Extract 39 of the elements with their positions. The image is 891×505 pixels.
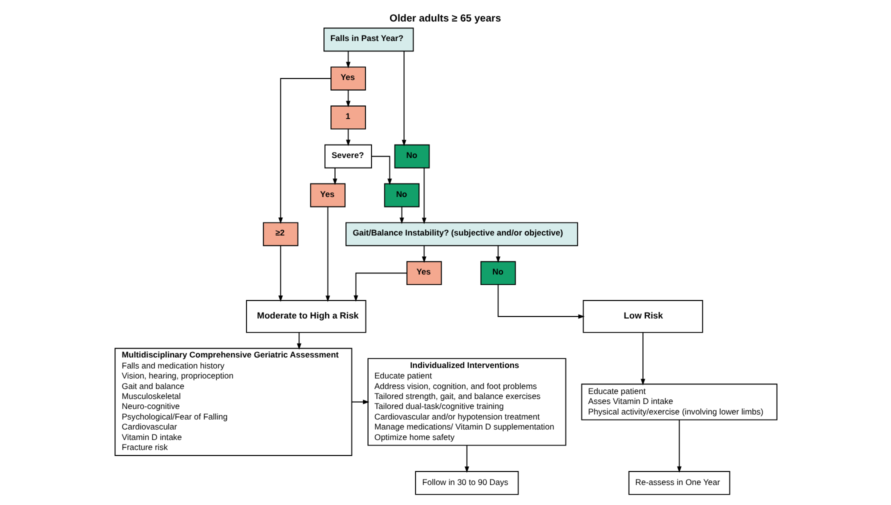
node-box: Falls in Past Year? [323, 27, 414, 52]
arrow [350, 399, 369, 404]
node-box: No [480, 260, 516, 285]
node-box: Yes [310, 182, 346, 207]
node-box: Gait/Balance Instability? (subjective and/or objective) [345, 222, 578, 246]
arrow [497, 284, 584, 318]
arrow [296, 332, 301, 350]
node-box: No [394, 144, 430, 168]
arrow [495, 244, 500, 262]
arrow [278, 244, 282, 302]
node-box: ≥2 [262, 222, 298, 246]
arrow [346, 128, 350, 146]
arrow [464, 444, 469, 472]
node-box: Multidisciplinary Comprehensive Geriatric Assessment Falls and medication history Vision, hearing, proprioception Gait and balance Musculoskeletal Neuro-cognitive Psychological/Fear of Falling Cardiovascular Vitamin D intake Fracture risk [114, 347, 352, 456]
node-box: No [384, 182, 420, 207]
arrow [421, 166, 426, 224]
arrow [421, 244, 426, 262]
node-box: Low Risk [582, 300, 703, 332]
arrow [676, 418, 682, 472]
arrow [640, 332, 645, 385]
arrow [346, 89, 350, 107]
node-box: Severe? [324, 144, 372, 168]
node-box: Yes [330, 66, 366, 90]
arrow [346, 50, 350, 68]
arrow [278, 78, 331, 224]
node-box: Individualized Interventions Educate patient Address vision, cognition, and foot problems Tailored strength, gait, and balance exercises Tailored dual-task/cognitive training Cardiovascular and/or hypotension treatment Manage medications/ Vitamin D supplementation Optimize home safety [367, 358, 566, 446]
arrow [325, 206, 330, 302]
node-box: Re-assess in One Year [628, 470, 730, 494]
node-box: 1 [330, 104, 366, 129]
diagram-title: Older adults ≥ 65 years [389, 13, 501, 24]
node-box: Follow in 30 to 90 Days [414, 470, 518, 494]
arrow [353, 272, 407, 302]
arrow [401, 50, 406, 146]
node-box: Educate patient Asses Vitamin D intake Physical activity/exercise (involving lower limbs) [580, 383, 777, 420]
arrow [370, 155, 392, 185]
arrow [399, 206, 404, 224]
node-box: Yes [406, 260, 442, 285]
node-box: Moderate to High a Risk [246, 300, 366, 332]
arrow [332, 167, 337, 185]
